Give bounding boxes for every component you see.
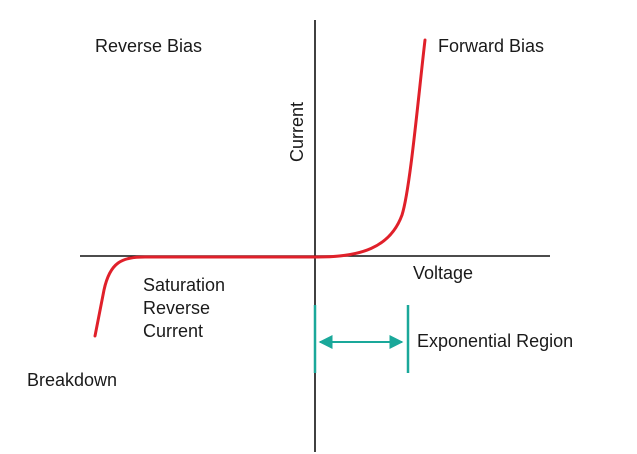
saturation-label-line2: Reverse	[143, 298, 210, 318]
exponential-region-label: Exponential Region	[417, 331, 573, 351]
reverse-bias-label: Reverse Bias	[95, 36, 202, 56]
current-axis-label: Current	[287, 102, 307, 162]
saturation-label-line1: Saturation	[143, 275, 225, 295]
voltage-axis-label: Voltage	[413, 263, 473, 283]
saturation-label-line3: Current	[143, 321, 203, 341]
forward-bias-label: Forward Bias	[438, 36, 544, 56]
breakdown-label: Breakdown	[27, 370, 117, 390]
iv-curve	[93, 38, 427, 338]
